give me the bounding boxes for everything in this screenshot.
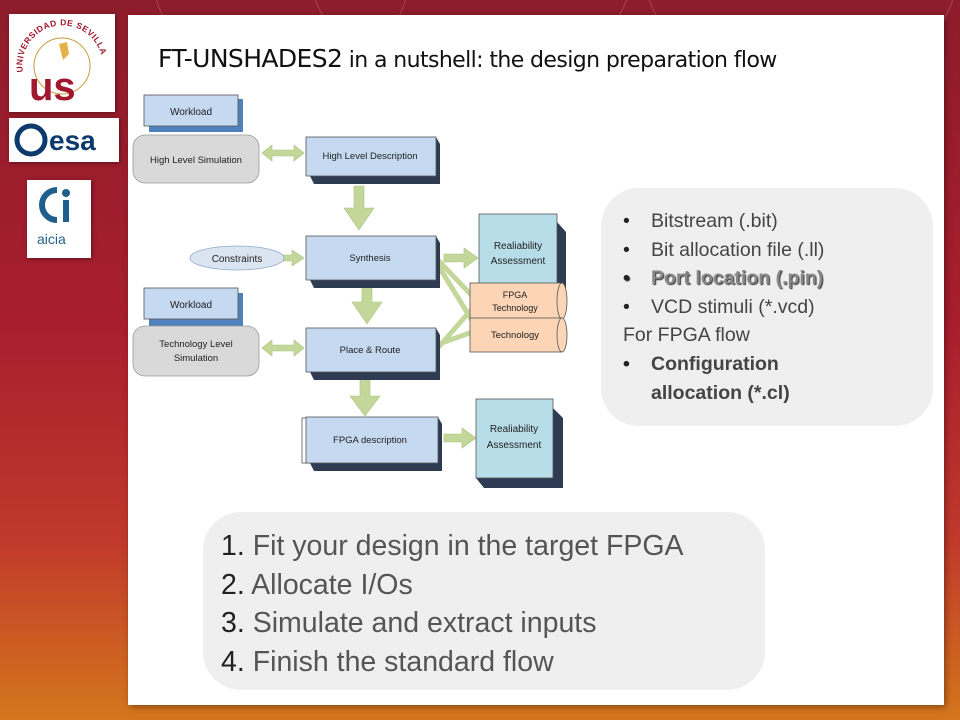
arrow-hld-synthesis [343,185,375,231]
fpga-technology-node: FPGA Technology [469,282,568,320]
constraints-label: Constraints [212,254,263,265]
place-route-label: Place & Route [340,345,401,356]
output-files-list: Bitstream (.bit) Bit allocation file (.l… [623,207,824,407]
step-item: 1. Fit your design in the target FPGA [221,527,684,566]
step-item: 2. Allocate I/Os [221,566,684,605]
reliability-bottom-line1: Realiability [490,424,538,435]
us-mark: us [29,65,76,109]
tls-line1: Technology Level [159,339,232,350]
reliability-bottom-line2: Assessment [487,440,542,451]
workload-box-bottom: Workload [143,287,243,326]
fpga-description-box: FPGA description [301,416,442,471]
list-item: VCD stimuli (*.vcd) [623,293,824,322]
steps-list: 1. Fit your design in the target FPGA 2.… [221,527,684,681]
reliability-top-line1: Realiability [494,241,542,252]
technology-level-simulation-node: Technology Level Simulation [132,325,260,377]
step-text: Simulate and extract inputs [252,607,597,639]
university-seville-logo: UNIVERSIDAD DE SEVILLA us [9,14,115,112]
arrow-tls-pr [261,339,305,357]
arrow-hls-hld [261,144,305,162]
fpga-description-label: FPGA description [333,435,407,446]
synthesis-label: Synthesis [349,253,390,264]
list-item: Bitstream (.bit) [623,207,824,236]
flow-arrows [261,144,479,449]
tls-line2: Simulation [174,353,218,364]
technology-label: Technology [491,330,539,341]
step-number: 2. [221,568,245,601]
hld-label: High Level Description [322,151,417,162]
reliability-assessment-bottom: Realiability Assessment [475,398,563,488]
list-item: Bit allocation file (.ll) [623,236,824,265]
arrow-pr-fpgadesc [349,377,381,417]
aicia-c-icon [39,187,58,223]
step-item: 3. Simulate and extract inputs [221,604,684,643]
constraints-node: Constraints [189,245,285,271]
high-level-simulation-node: High Level Simulation [132,134,260,184]
esa-wordmark: esa [49,125,96,156]
list-item: Configuration [623,350,824,379]
aicia-wordmark: aicia [37,231,66,247]
list-item: For FPGA flow [623,324,750,347]
list-item: allocation (*.cl) [651,381,790,404]
place-route-box: Place & Route [305,327,440,380]
list-item: Port location (.pin) [623,264,824,293]
workload-box-top: Workload [143,94,243,132]
fpga-tech-line1: FPGA [503,290,528,300]
arrow-synthesis-pr [351,281,383,325]
aicia-logo: aicia [27,180,91,258]
step-number: 3. [221,607,245,639]
step-text: Fit your design in the target FPGA [252,530,684,562]
seal-figure-icon [59,42,69,60]
hls-label: High Level Simulation [150,155,242,166]
fpga-tech-line2: Technology [492,303,538,313]
reliability-top-line2: Assessment [491,256,546,267]
reliability-assessment-top: Realiability Assessment [478,213,566,291]
step-text: Allocate I/Os [251,568,413,601]
page-title: FT-UNSHADES2 in a nutshell: the design p… [158,44,938,73]
synthesis-box: Synthesis [305,235,440,288]
arrow-synthesis-reliability [443,247,479,269]
esa-ring-icon [14,123,48,157]
step-number: 4. [221,645,245,678]
steps-panel: 1. Fit your design in the target FPGA 2.… [203,512,765,690]
step-number: 1. [221,530,245,562]
output-files-panel: Bitstream (.bit) Bit allocation file (.l… [601,188,933,426]
high-level-description-box: High Level Description [305,136,440,184]
step-text: Finish the standard flow [252,645,554,678]
esa-logo: esa [9,118,119,162]
arrow-fpgadesc-reliability [443,427,477,449]
arrow-constraints-synthesis [281,249,305,267]
technology-node: Technology [469,317,568,353]
workload-label-top: Workload [170,107,212,118]
workload-label-bottom: Workload [170,300,212,311]
title-main: FT-UNSHADES2 [158,44,343,73]
step-item: 4. Finish the standard flow [221,643,684,682]
title-rest: in a nutshell: the design preparation fl… [342,48,778,73]
